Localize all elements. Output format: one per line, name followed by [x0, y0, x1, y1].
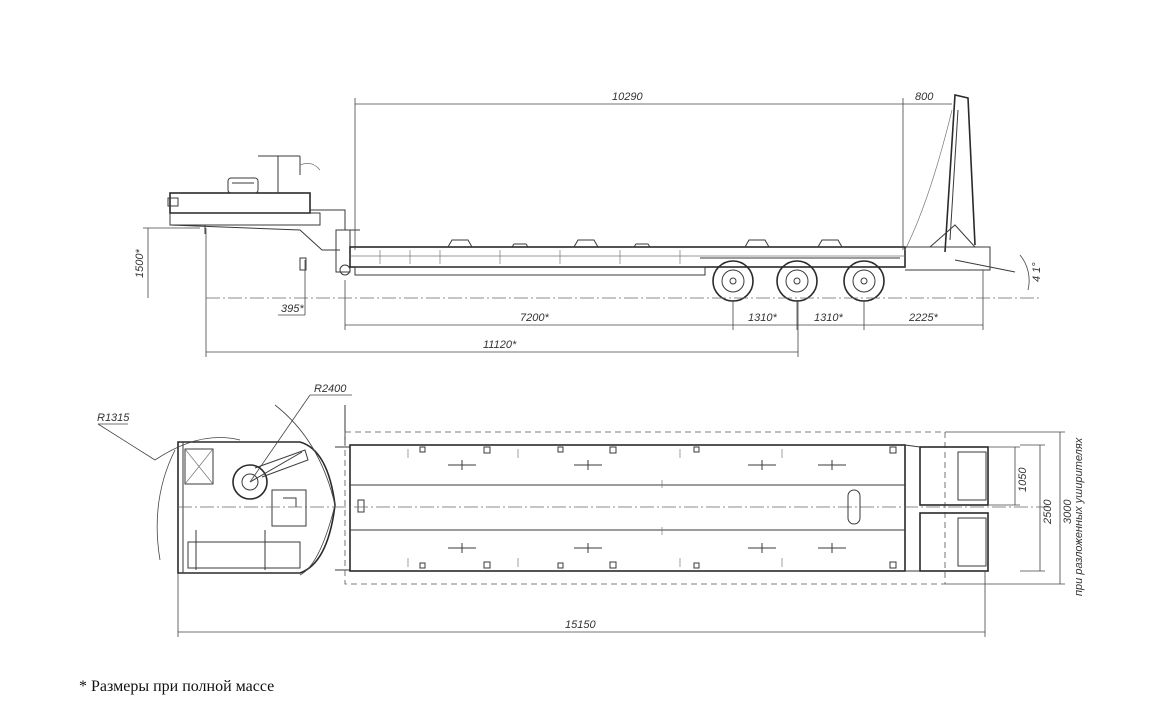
dim-kingpin-to-center: 11120*: [483, 339, 517, 351]
dim-deck-length: 10290: [612, 91, 643, 103]
dim-deck-height: 1500*: [134, 249, 146, 278]
dim-ramp-angle: 4 1°: [1031, 262, 1043, 282]
dim-axle-spacing-1: 1310*: [748, 312, 777, 324]
dim-overall-length: 15150: [565, 619, 596, 631]
deck-cleats: [447, 239, 843, 248]
deck-fittings: [407, 446, 897, 569]
dim-ramp-width: 1050: [1017, 467, 1029, 492]
dim-gooseneck-top: 800: [915, 91, 934, 103]
dim-swing-radius-1: R1315: [97, 412, 130, 424]
footnote: * Размеры при полной массе: [79, 678, 275, 695]
top-view-dimensions: 15150 1050 2500 3000 при разложенных уши…: [177, 431, 1085, 637]
dim-rear-overhang: 2225*: [908, 312, 938, 324]
dim-deployed-width-note: при разложенных уширителях: [1073, 437, 1085, 596]
side-view: [167, 94, 1040, 302]
dim-kingpin-to-axle: 7200*: [520, 312, 549, 324]
dim-front-overhang: 395*: [281, 303, 304, 315]
dim-deck-width: 2500: [1042, 499, 1054, 525]
top-view: R1315 R2400: [97, 383, 1050, 585]
dim-swing-radius-2: R2400: [314, 383, 347, 395]
side-view-dimensions: 10290 800 1500* 395* 7200* 1310* 1310* 2…: [134, 91, 1043, 357]
rear-ramp: [904, 94, 1016, 273]
dim-deployed-width: 3000: [1062, 499, 1074, 524]
rear-ramps-top: [904, 444, 989, 572]
dim-axle-spacing-2: 1310*: [814, 312, 843, 324]
